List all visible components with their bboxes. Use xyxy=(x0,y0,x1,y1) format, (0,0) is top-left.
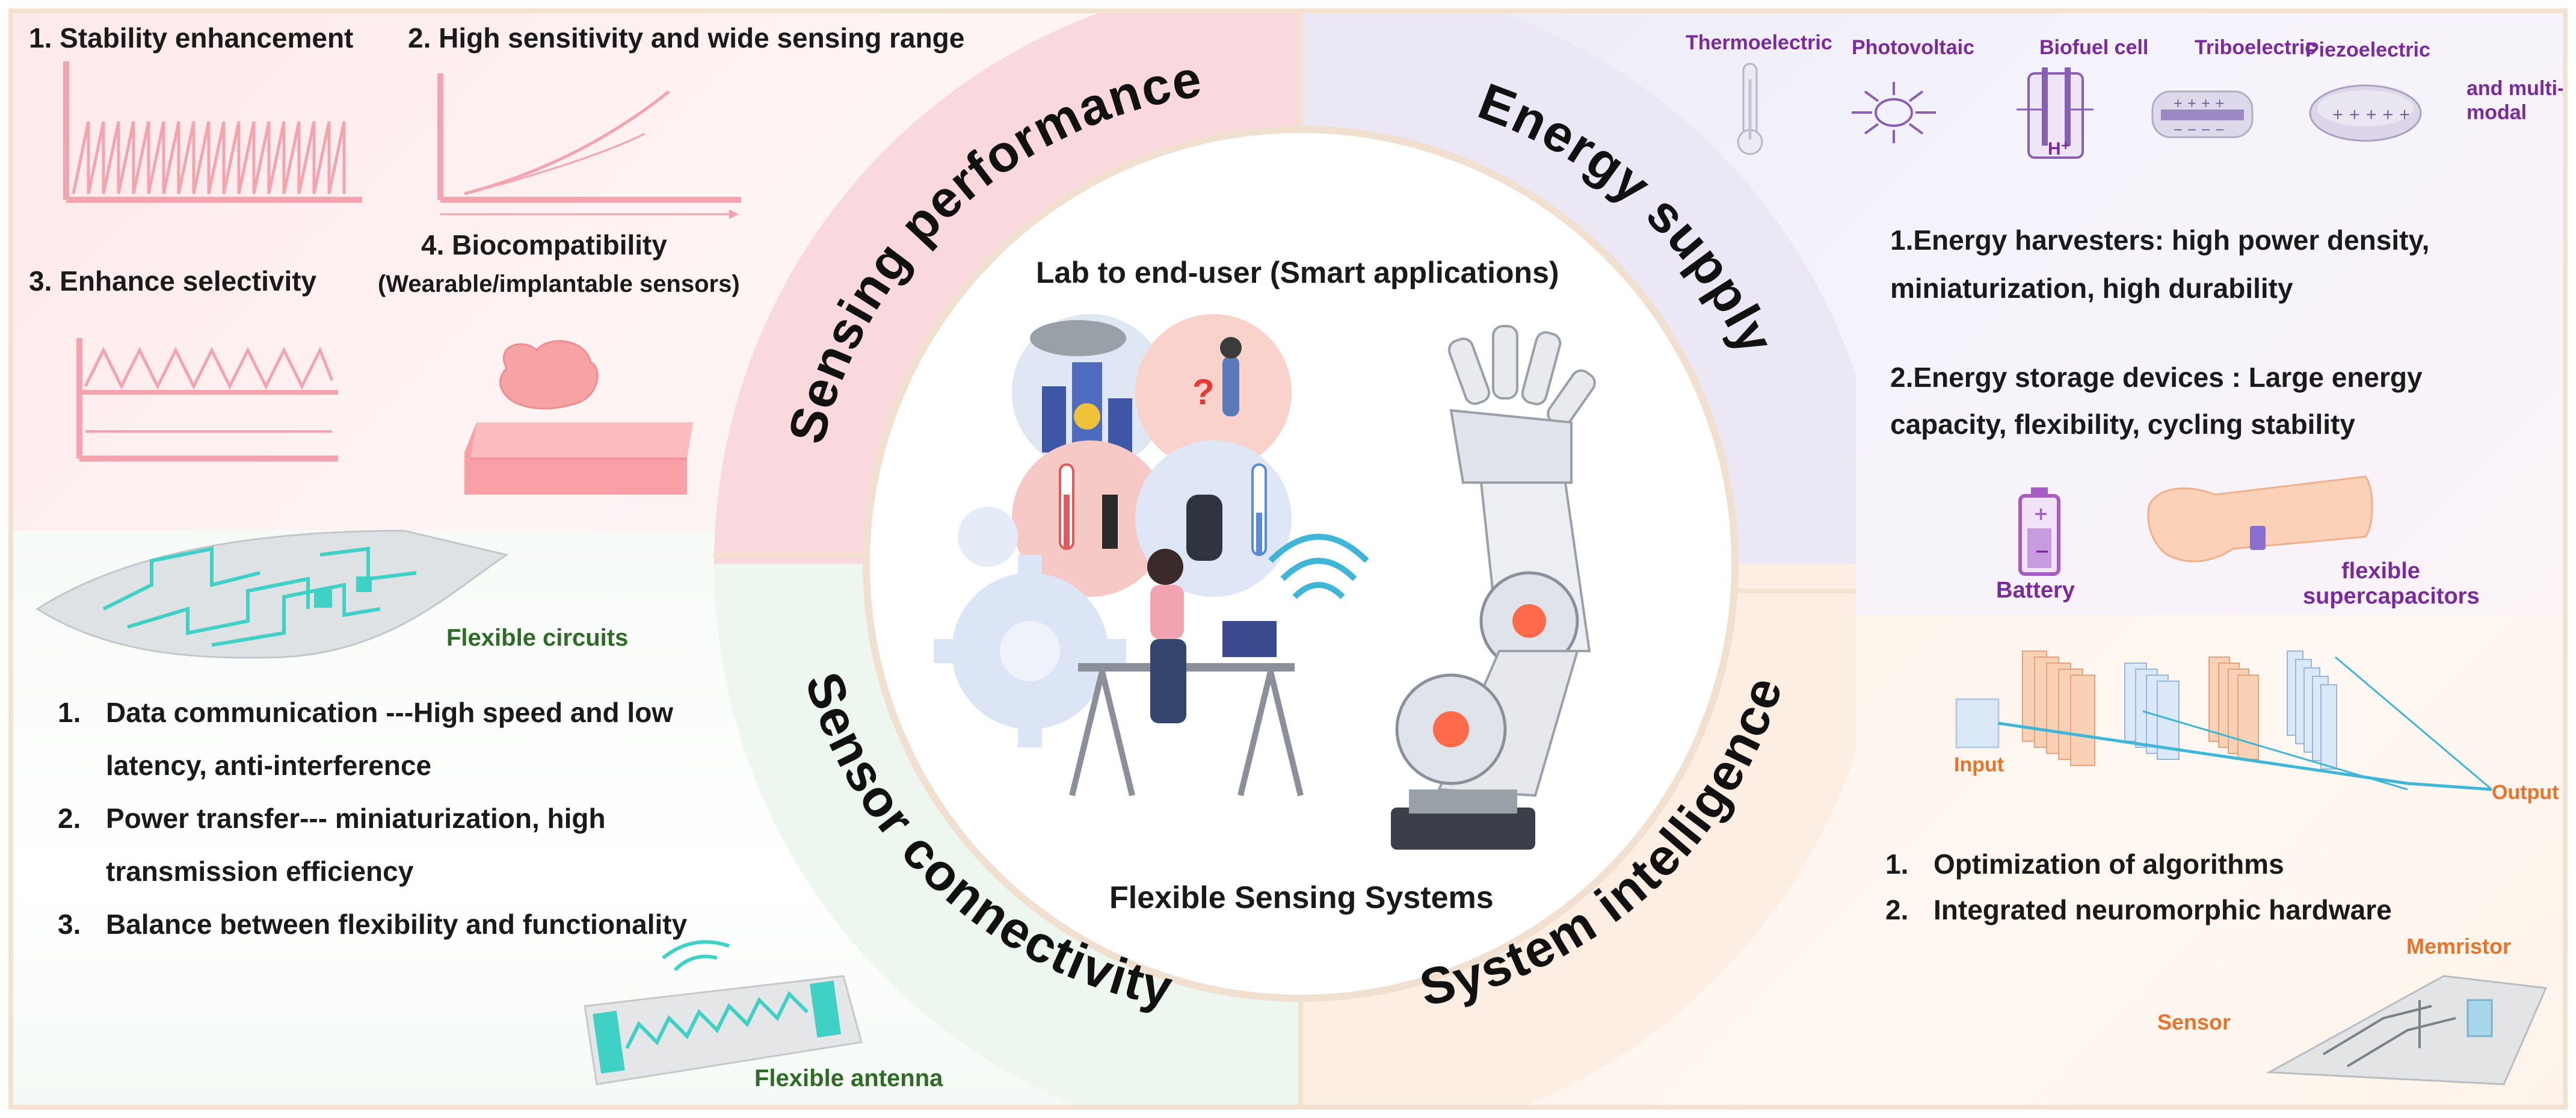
sensing-item-1: 1. Stability enhancement xyxy=(29,22,354,54)
selectivity-chart-icon xyxy=(76,338,338,462)
flexible-antenna-label: Flexible antenna xyxy=(754,1065,943,1092)
sun-icon xyxy=(1852,82,1936,143)
energy-multimodal-label-2: modal xyxy=(2467,101,2527,124)
sensing-item-2: 2. High sensitivity and wide sensing ran… xyxy=(408,22,965,54)
stability-chart-icon xyxy=(63,61,362,203)
triboelectric-icon: + + + + − − − − xyxy=(2151,90,2254,138)
energy-storage-line-1: 2.Energy storage devices : Large energy xyxy=(1890,362,2423,393)
biofuel-cell-icon: H⁺ xyxy=(2017,67,2094,159)
flexible-circuits-label: Flexible circuits xyxy=(446,625,629,651)
connectivity-list: 1. Data communication ---High speed and l… xyxy=(58,686,687,951)
energy-multimodal-label-1: and multi- xyxy=(2467,77,2565,100)
smart-applications-illustration: ? xyxy=(934,314,1596,850)
connectivity-item-1-number: 1. xyxy=(58,697,81,728)
flexible-antenna-icon xyxy=(584,940,863,1086)
svg-text:?: ? xyxy=(1192,372,1215,412)
energy-storage-line-2: capacity, flexibility, cycling stability xyxy=(1890,409,2355,440)
svg-text:+ + + +: + + + + xyxy=(2173,96,2225,110)
connectivity-item-3-line-1: Balance between flexibility and function… xyxy=(106,909,688,940)
intelligence-item-2-text: Integrated neuromorphic hardware xyxy=(1934,894,2392,925)
biocompatible-tissue-icon xyxy=(464,340,693,495)
connectivity-item-2-line-1: Power transfer--- miniaturization, high xyxy=(106,803,606,834)
intelligence-item-1-number: 1. xyxy=(1885,848,1909,880)
energy-source-piezoelectric: Piezoelectric xyxy=(2305,39,2430,61)
connectivity-item-3-number: 3. xyxy=(58,909,81,940)
wrist-supercapacitor-icon xyxy=(2147,475,2373,563)
wifi-icon xyxy=(1268,534,1369,599)
center-bottom-label: Flexible Sensing Systems xyxy=(1109,880,1494,915)
network-output-label: Output xyxy=(2492,781,2559,804)
intelligence-item-2-number: 2. xyxy=(1885,894,1909,925)
flexible-circuit-icon xyxy=(35,530,509,659)
energy-source-photovoltaic: Photovoltaic xyxy=(1852,36,1975,59)
battery-icon: + − xyxy=(2018,487,2060,576)
sensing-item-3: 3. Enhance selectivity xyxy=(29,265,317,297)
robot-arm-icon xyxy=(1391,325,1596,850)
svg-text:− − − −: − − − − xyxy=(2173,122,2225,137)
sensitivity-chart-icon xyxy=(437,73,741,219)
center-top-label: Lab to end-user (Smart applications) xyxy=(1036,256,1559,289)
energy-harvesters-line-1: 1.Energy harvesters: high power density, xyxy=(1890,224,2430,256)
svg-text:+: + xyxy=(2033,504,2048,525)
intelligence-list: 1. Optimization of algorithms 2. Integrate… xyxy=(1885,841,2392,933)
supercapacitor-label-2: supercapacitors xyxy=(2303,584,2480,609)
energy-source-thermoelectric: Thermoelectric xyxy=(1686,31,1832,54)
connectivity-item-1-line-1: Data communication ---High speed and low xyxy=(106,697,674,728)
thermometer-icon xyxy=(1737,63,1763,155)
network-input-label: Input xyxy=(1954,753,2004,776)
battery-label: Battery xyxy=(1996,578,2075,603)
intelligence-item-1-text: Optimization of algorithms xyxy=(1934,848,2284,880)
svg-text:+ + + + +: + + + + + xyxy=(2332,106,2411,123)
heat-thermometer-icon xyxy=(1012,440,1168,597)
health-question-icon xyxy=(1135,314,1292,471)
sensing-item-4-subtitle: (Wearable/implantable sensors) xyxy=(378,271,740,297)
supercapacitor-label-1: flexible xyxy=(2341,558,2420,584)
piezoelectric-icon: + + + + + xyxy=(2309,84,2422,142)
connectivity-item-2-line-2: transmission efficiency xyxy=(106,856,414,887)
neuromorphic-chip-icon xyxy=(2266,975,2548,1086)
connectivity-item-2-number: 2. xyxy=(58,803,81,834)
energy-harvesters-line-2: miniaturization, high durability xyxy=(1890,273,2293,304)
energy-source-biofuel-cell: Biofuel cell xyxy=(2039,36,2149,59)
sensing-item-4: 4. Biocompatibility xyxy=(421,229,667,261)
svg-text:−: − xyxy=(2035,541,2050,562)
memristor-label: Memristor xyxy=(2406,934,2512,959)
figure-frame: 1. Stability enhancement 2. High sensiti… xyxy=(8,8,2568,1110)
person-icon xyxy=(1147,549,1183,585)
sensor-label: Sensor xyxy=(2157,1010,2231,1034)
laptop-icon xyxy=(1222,621,1277,657)
neural-network-icon xyxy=(1955,650,2492,791)
energy-source-triboelectric: Triboelectric xyxy=(2195,36,2317,59)
connectivity-item-1-line-2: latency, anti-interference xyxy=(106,750,432,781)
biofuel-proton-symbol: H⁺ xyxy=(2048,139,2071,159)
